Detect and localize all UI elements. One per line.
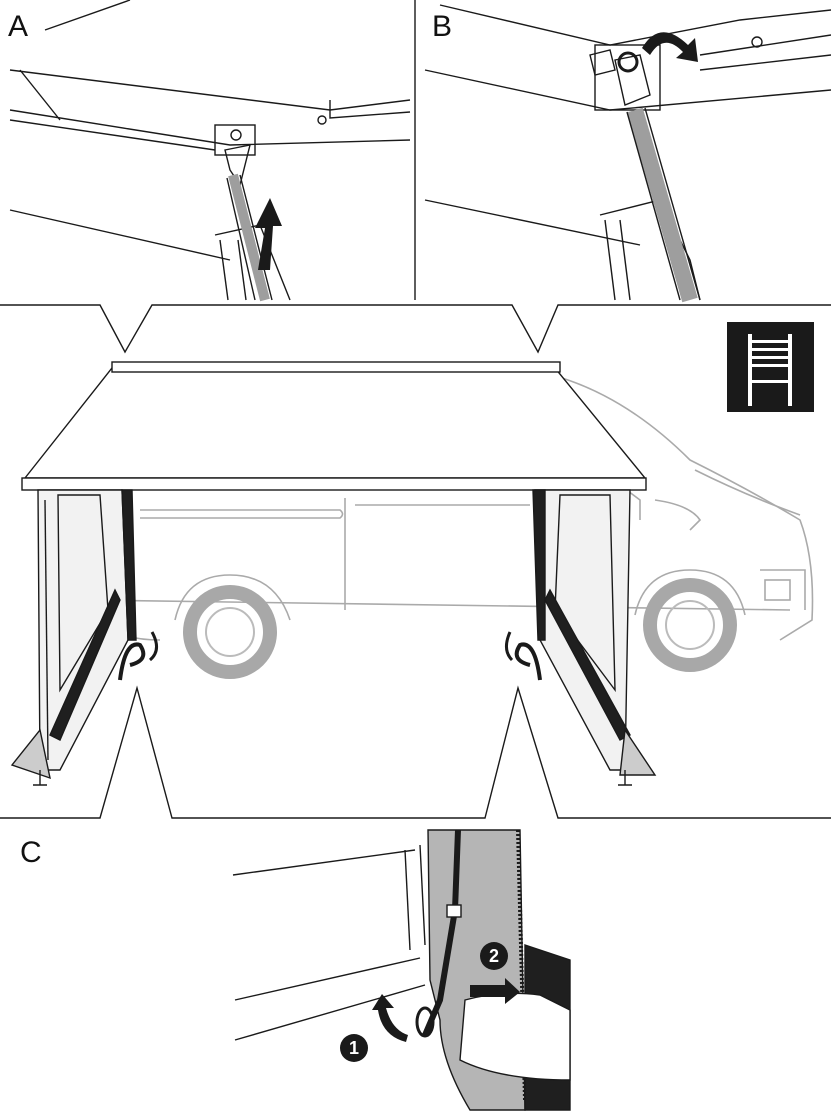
curved-arrow-icon bbox=[372, 994, 408, 1042]
wheel-front bbox=[635, 570, 745, 665]
awning-canopy bbox=[22, 362, 646, 490]
wheel-rear bbox=[175, 575, 290, 672]
side-panel-right bbox=[506, 490, 655, 785]
panel-label-c: C bbox=[20, 838, 42, 868]
panel-label-a: A bbox=[8, 12, 28, 42]
detail-panel-b bbox=[425, 5, 831, 300]
step-badge-2: 2 bbox=[480, 942, 508, 970]
ladder-icon bbox=[727, 322, 814, 412]
step-badge-1: 1 bbox=[340, 1034, 368, 1062]
side-panel-left bbox=[12, 490, 157, 785]
detail-panel-a bbox=[10, 0, 410, 300]
detail-panel-c bbox=[233, 830, 570, 1110]
panel-label-b: B bbox=[432, 12, 452, 42]
